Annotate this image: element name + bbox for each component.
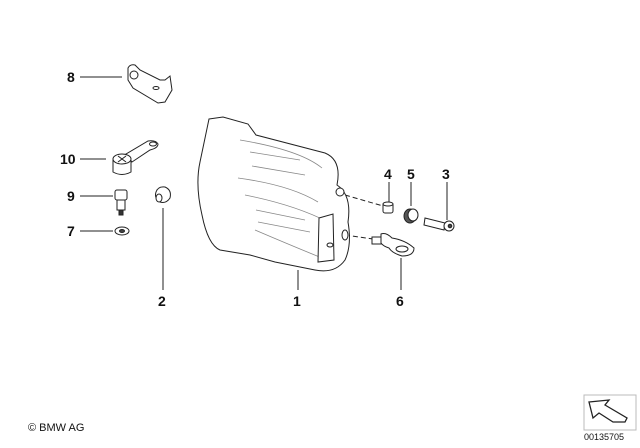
copyright-text: © BMW AG — [28, 422, 85, 434]
label-part-9[interactable]: 9 — [67, 188, 75, 204]
part-7-washer — [114, 226, 130, 236]
label-part-6[interactable]: 6 — [396, 293, 404, 309]
part-2-cap — [155, 186, 171, 203]
arrow-back-icon — [583, 394, 637, 431]
part-1-starter-motor — [197, 116, 350, 272]
label-part-7[interactable]: 7 — [67, 223, 75, 239]
label-part-2[interactable]: 2 — [158, 293, 166, 309]
part-5-grommet — [403, 208, 419, 224]
label-part-4[interactable]: 4 — [384, 166, 392, 182]
label-part-5[interactable]: 5 — [407, 166, 415, 182]
part-9-terminal — [114, 189, 128, 216]
part-3-bolt — [423, 217, 455, 232]
label-part-1[interactable]: 1 — [293, 293, 301, 309]
part-4-sleeve — [382, 201, 394, 214]
label-part-3[interactable]: 3 — [442, 166, 450, 182]
part-8-bracket — [127, 64, 173, 104]
part-6-eye-bolt — [371, 233, 415, 257]
document-id: 00135705 — [584, 432, 625, 442]
part-10-cable-cap — [112, 140, 159, 175]
label-part-10[interactable]: 10 — [60, 151, 76, 167]
label-part-8[interactable]: 8 — [67, 69, 75, 85]
